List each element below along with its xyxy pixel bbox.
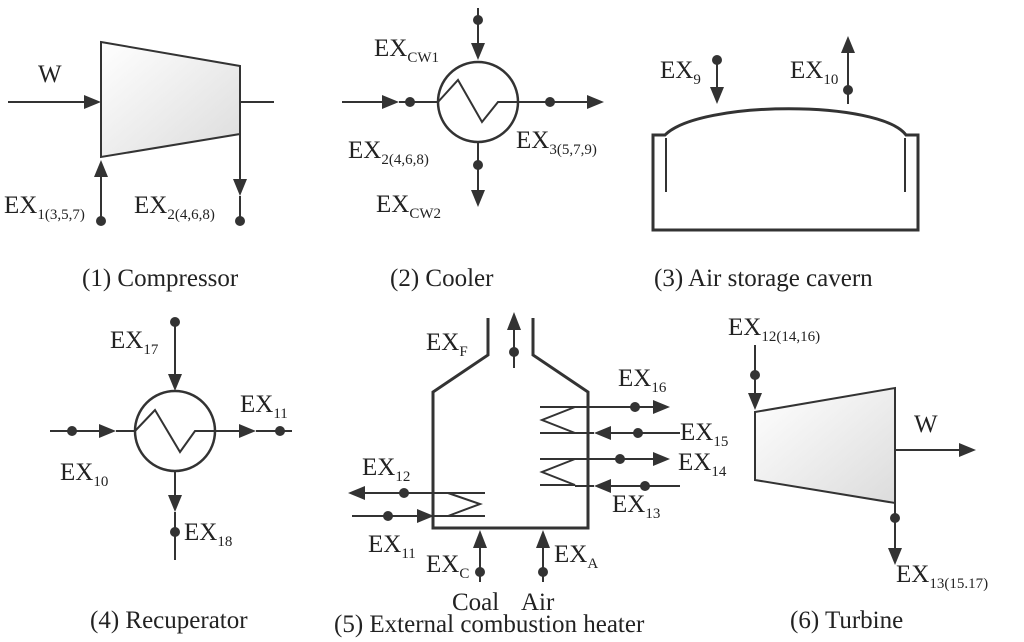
caption-recuperator: (4) Recuperator xyxy=(90,607,248,634)
caption-compressor: (1) Compressor xyxy=(82,265,239,292)
turbine-outlet-label: EX13(15.17) xyxy=(896,561,988,592)
cooler-group: EXCW1 EX2(4,6,8) EX3(5,7,9) EXCW2 (2) Co… xyxy=(342,8,604,292)
heater-ex13-label: EX13 xyxy=(612,491,660,522)
caption-turbine: (6) Turbine xyxy=(790,607,903,634)
heater-flue-label: EXF xyxy=(426,329,468,360)
recuperator-top-label: EX17 xyxy=(110,327,159,358)
recuperator-outlet-label: EX11 xyxy=(240,391,288,422)
cavern-body xyxy=(651,107,920,232)
cavern-outlet-label: EX10 xyxy=(790,57,838,88)
recuperator-inlet-label: EX10 xyxy=(60,459,108,490)
cooler-inlet-label: EX2(4,6,8) xyxy=(348,137,429,168)
compressor-group: W EX1(3,5,7) EX2(4,6,8) (1) Compressor xyxy=(4,40,274,292)
coal-label: Coal xyxy=(452,589,499,616)
turbine-group: EX12(14,16) W EX13(15.17) (6) Turbine xyxy=(728,314,988,634)
cooler-cw2-label: EXCW2 xyxy=(376,191,441,222)
cooler-outlet-label: EX3(5,7,9) xyxy=(516,127,597,158)
cavern-group: EX9 EX10 (3) Air storage cavern xyxy=(651,36,920,292)
heater-ex15-label: EX15 xyxy=(680,419,728,450)
heater-ex11-label: EX11 xyxy=(368,531,416,562)
turbine-work-label: W xyxy=(914,411,938,438)
heater-group: EXF EX16 EX15 EX14 EX13 EX12 EX11 xyxy=(334,312,728,638)
heater-coal-exergy-label: EXC xyxy=(426,551,469,582)
caption-heater: (5) External combustion heater xyxy=(334,611,645,638)
recuperator-bottom-label: EX18 xyxy=(184,519,232,550)
heater-air-exergy-label: EXA xyxy=(554,541,598,572)
cooler-cw1-label: EXCW1 xyxy=(374,35,439,66)
caption-cavern: (3) Air storage cavern xyxy=(654,265,873,292)
compressor-inlet-label: EX1(3,5,7) xyxy=(4,192,85,223)
recuperator-group: EX17 EX10 EX11 EX18 (4) Recuperator xyxy=(50,317,292,634)
cavern-inlet-label: EX9 xyxy=(660,57,701,88)
heater-ex12-label: EX12 xyxy=(362,454,410,485)
compressor-outlet-label: EX2(4,6,8) xyxy=(134,192,215,223)
compressor-body xyxy=(100,40,241,159)
heater-ex14-label: EX14 xyxy=(678,449,727,480)
heater-body xyxy=(431,318,590,530)
compressor-work-label: W xyxy=(38,61,62,88)
heater-ex16-label: EX16 xyxy=(618,365,667,396)
turbine-body xyxy=(754,386,896,505)
turbine-inlet-label: EX12(14,16) xyxy=(728,314,820,345)
air-label: Air xyxy=(521,589,555,616)
caption-cooler: (2) Cooler xyxy=(390,265,494,292)
